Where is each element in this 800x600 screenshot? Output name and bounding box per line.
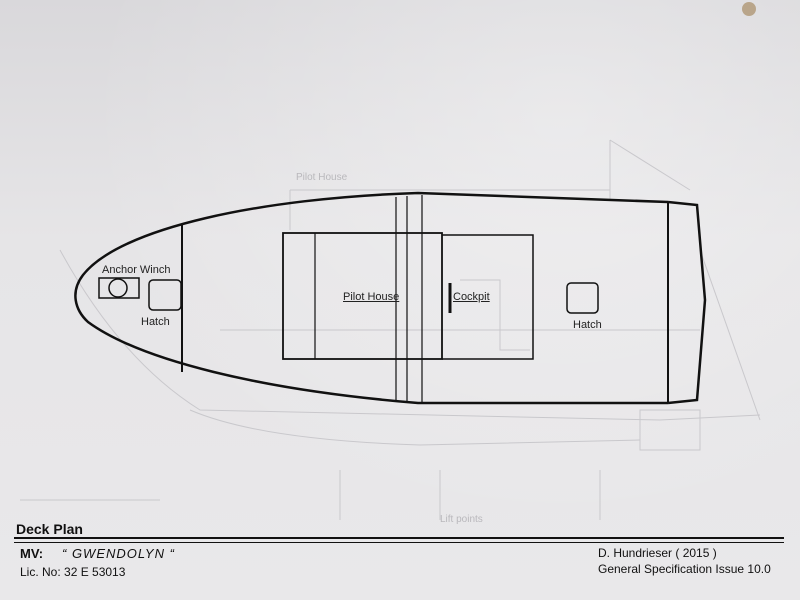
punch-hole bbox=[742, 2, 756, 16]
anchor-winch-box bbox=[98, 277, 140, 299]
hull-outline bbox=[74, 191, 669, 405]
title-rule bbox=[14, 537, 784, 539]
specification-issue: General Specification Issue 10.0 bbox=[598, 562, 771, 576]
anchor-winch-drum bbox=[108, 278, 128, 298]
fore-hatch bbox=[148, 279, 182, 311]
faint-background-profile bbox=[20, 139, 761, 520]
mv-label: MV: bbox=[20, 546, 44, 561]
faint-lift-points-label: Lift points bbox=[440, 514, 483, 525]
title-rule-thin bbox=[14, 542, 784, 543]
aft-hatch bbox=[566, 282, 599, 314]
anchor-winch-label: Anchor Winch bbox=[102, 264, 171, 276]
transom bbox=[667, 200, 707, 405]
pilot-house-label: Pilot House bbox=[343, 291, 400, 303]
aft-hatch-label: Hatch bbox=[573, 319, 602, 331]
designer-credit: D. Hundrieser ( 2015 ) bbox=[598, 546, 717, 560]
fore-hatch-label: Hatch bbox=[141, 316, 170, 328]
cockpit-label: Cockpit bbox=[453, 291, 490, 303]
cockpit-outline bbox=[442, 234, 534, 360]
licence-number: Lic. No: 32 E 53013 bbox=[20, 565, 126, 579]
deck-plan-heading: Deck Plan bbox=[16, 521, 83, 537]
vessel-name: “ GWENDOLYN “ bbox=[62, 546, 175, 561]
pilot-house-outline bbox=[282, 232, 443, 360]
faint-pilot-house-label: Pilot House bbox=[296, 172, 348, 183]
